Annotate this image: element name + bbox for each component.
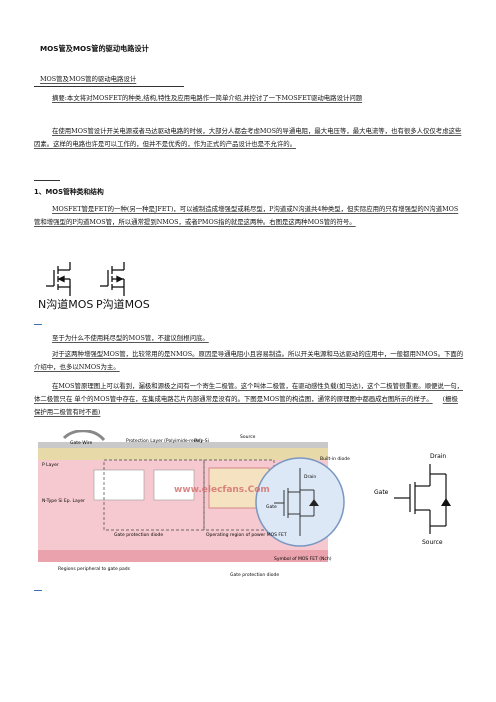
paragraph-abstract: 摘要:本文将对MOSFET的种类,结构,特性及应用电路作一简单介绍,并控讨了一下… (34, 92, 464, 105)
gate-wire-shape (62, 430, 106, 442)
n-channel-label: N沟道MOS (38, 298, 94, 311)
abstract-text: 摘要:本文将对MOSFET的种类,结构,特性及应用电路作一简单介绍,并控讨了一下… (52, 94, 363, 102)
protection-layer-label: Protection Layer (Polyimide-resin) (126, 438, 202, 444)
blue-mark (34, 324, 42, 325)
paragraph-subtitle: MOS管及MOS管的驱动电路设计 (34, 73, 464, 86)
metal-layer (38, 442, 328, 448)
poly-si-label: Poly-Si (194, 438, 209, 444)
protection-layer (38, 448, 328, 460)
intro-text: 在使用MOS管设计开关电源或者马达驱动电路的时候，大部分人都会考虑MOS的导通电… (34, 127, 462, 148)
depletion-text: 至于为什么不使用耗尽型的MOS管，不建议刨根问底。 (52, 334, 209, 342)
gate-protection-label: Gate protection diode (114, 532, 163, 538)
paragraph-nmos: 对于这两种增强型MOS管，比较常用的是NMOS。原因是导通电阻小且容易制造。所以… (34, 348, 464, 374)
regions-peripheral-label: Regions peripheral to gate pads (58, 566, 131, 572)
right-mos-symbol (394, 464, 447, 534)
gate-wire-label: Gate Wire (70, 440, 93, 446)
gate-protection-note: (栅极保护用二极管有时不画) (34, 395, 458, 416)
mosfet-structure-figure: Gate Wire Protection Layer (Polyimide-re… (38, 430, 451, 578)
types-text: MOSFET管是FET的一种(另一种是JFET)，可以被制造成增强型或耗尽型，P… (34, 205, 459, 226)
body-diode-text: 在MOS管原理图上可以看到，漏极和源极之间有一个寄生二极管。这个叫体二极管，在驱… (34, 382, 463, 403)
paragraph-types: MOSFET管是FET的一种(另一种是JFET)，可以被制造成增强型或耗尽型，P… (34, 203, 464, 229)
watermark-label: www.elecfans.Com (174, 485, 270, 495)
underline-rule (34, 86, 184, 87)
right-source-label: Source (422, 539, 443, 546)
source-label: Source (240, 434, 256, 440)
mos-symbols-image (46, 262, 125, 296)
p-layer-region (93, 469, 145, 501)
body-diode-shape (309, 499, 319, 506)
gate-protection-diode-label: Gate protection diode (230, 572, 279, 578)
p-layer-region-2 (153, 469, 195, 501)
p-channel-label: P沟道MOS (96, 298, 150, 311)
built-in-diode-label: Built-in diode (320, 456, 350, 462)
p-layer-label: P Layer (42, 462, 59, 468)
right-gate-label: Gate (374, 489, 389, 496)
substrate-layer (38, 550, 328, 562)
gate-circle-label: Gate (266, 504, 277, 510)
nmos-text: 对于这两种增强型MOS管，比较常用的是NMOS。原因是导通电阻小且容易制造。所以… (34, 350, 464, 371)
blue-mark-bottom (34, 590, 42, 591)
document-title: MOS管及MOS管的驱动电路设计 (40, 44, 149, 53)
section-heading: 1、MOS管种类和结构 (34, 188, 104, 196)
subtitle-text: MOS管及MOS管的驱动电路设计 (40, 75, 137, 83)
operating-region-label: Operating region of power MOS FET (206, 532, 287, 538)
section-rule (34, 180, 60, 181)
symbol-caption-label: Symbol of MOS FET (Nch) (274, 556, 332, 562)
drain-circle-label: Drain (304, 474, 316, 480)
right-drain-label: Drain (430, 453, 446, 460)
paragraph-intro: 在使用MOS管设计开关电源或者马达驱动电路的时候，大部分人都会考虑MOS的导通电… (34, 125, 464, 151)
paragraph-depletion: 至于为什么不使用耗尽型的MOS管，不建议刨根问底。 (34, 332, 464, 345)
paragraph-body-diode: 在MOS管原理图上可以看到，漏极和源极之间有一个寄生二极管。这个叫体二极管，在驱… (34, 380, 464, 419)
n-type-label: N-Type Si Ep. Layer (42, 498, 85, 504)
right-body-diode (441, 498, 451, 506)
